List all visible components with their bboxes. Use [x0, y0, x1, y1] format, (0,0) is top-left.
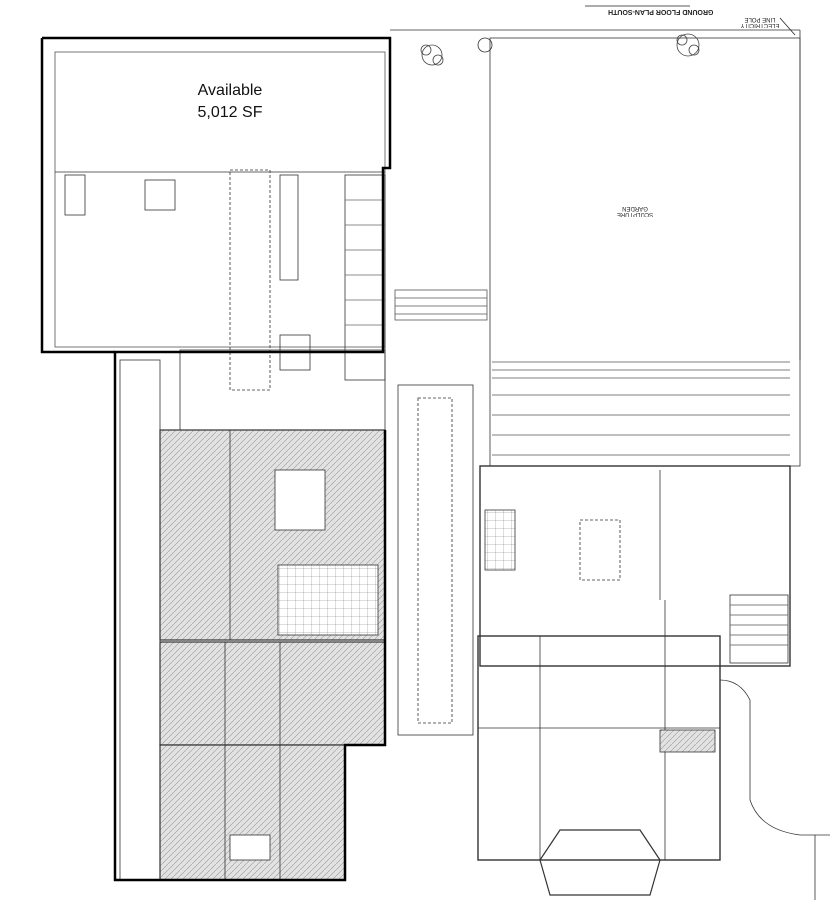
- sculpture-garden-label: SCULPTURE GARDEN: [616, 205, 654, 217]
- tree-icon: [420, 44, 444, 66]
- bay-window: [539, 829, 661, 896]
- garden-steps: [492, 361, 790, 456]
- available-area: 5,012 SF: [197, 104, 263, 121]
- plan-title: GROUND FLOOR PLAN-SOUTH: [608, 8, 714, 15]
- east-wing-lower: [477, 635, 721, 861]
- available-label: Available: [197, 82, 263, 99]
- sculpture-garden: [489, 37, 801, 467]
- east-wing-upper: [479, 465, 791, 667]
- gallery-hatched-2: [159, 641, 386, 746]
- electricity-pole-label: ELECTRICITY LINE POLE: [740, 16, 780, 28]
- exterior-stairs: [394, 289, 488, 321]
- tree-icon: [676, 33, 700, 57]
- corridor: [397, 384, 474, 736]
- available-space-label: Available 5,012 SF: [160, 80, 300, 124]
